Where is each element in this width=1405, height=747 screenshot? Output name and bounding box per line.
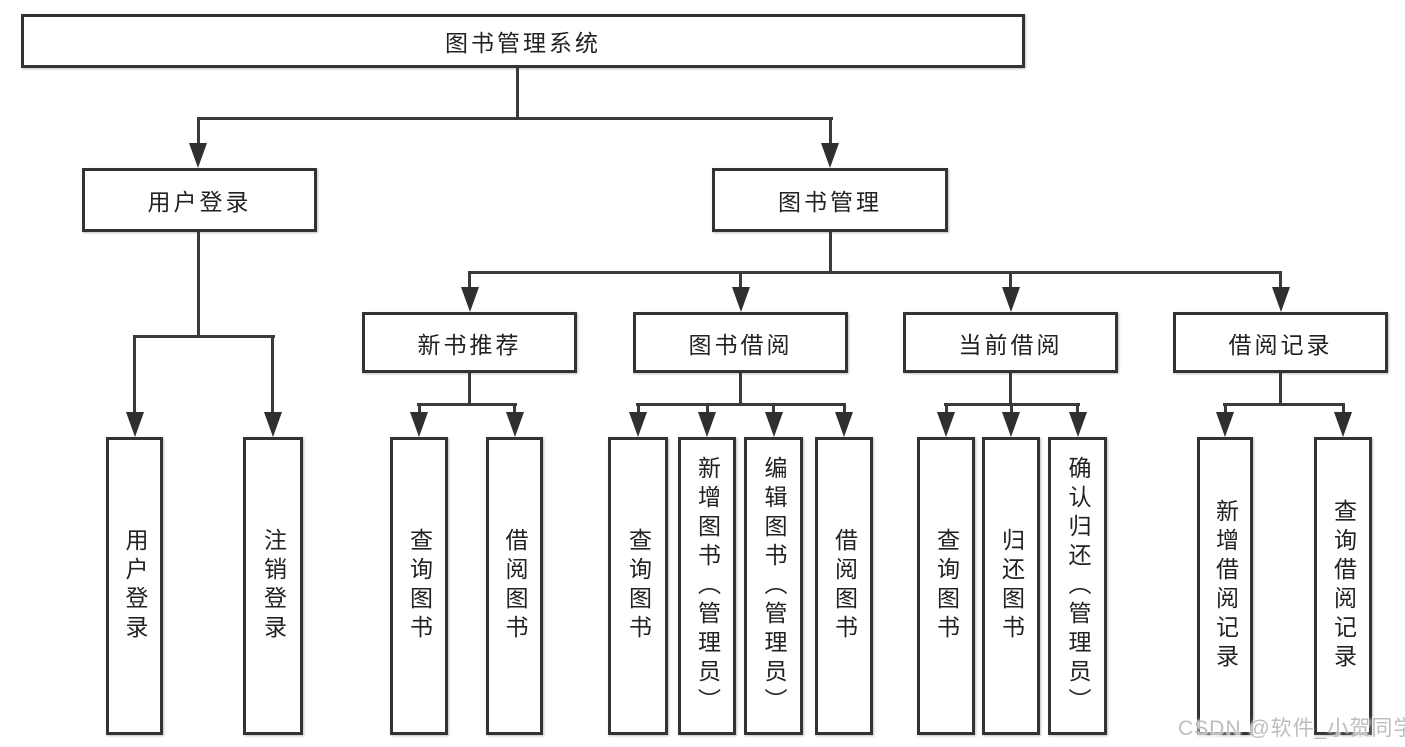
connector-line [739,271,742,289]
node-book-management: 图书管理 [712,168,948,232]
connector-line [133,335,275,338]
connector-line [1009,373,1012,406]
node-borrow-records: 借阅记录 [1173,312,1388,373]
connector-line [418,403,421,415]
leaf-records-query-record: 查询借阅记录 [1314,437,1372,735]
connector-line [637,403,640,415]
node-new-book-recommend-label: 新书推荐 [417,331,522,358]
leaf-newrec-query-books-label: 查询图书 [406,528,433,644]
node-current-borrow-label: 当前借阅 [958,331,1063,358]
arrow-down-icon [506,412,524,437]
leaf-current-return-books: 归还图书 [982,437,1040,735]
leaf-borrow-query-books-label: 查询图书 [625,528,652,644]
leaf-borrow-add-books-admin-label: 新增图书（管理员） [694,455,721,717]
arrow-down-icon [1334,412,1352,437]
arrow-down-icon [1002,412,1020,437]
arrow-down-icon [835,412,853,437]
leaf-newrec-borrow-books: 借阅图书 [486,437,543,735]
leaf-logout: 注销登录 [243,437,303,735]
node-new-book-recommend: 新书推荐 [362,312,577,373]
node-current-borrow: 当前借阅 [903,312,1118,373]
arrow-down-icon [1069,412,1087,437]
leaf-borrow-add-books-admin: 新增图书（管理员） [678,437,736,735]
leaf-borrow-edit-books-admin: 编辑图书（管理员） [744,437,803,735]
connector-line [133,335,136,414]
leaf-logout-label: 注销登录 [260,528,287,644]
leaf-current-query-books: 查询图书 [917,437,975,735]
leaf-current-confirm-return-admin-label: 确认归还（管理员） [1065,455,1091,717]
connector-line [513,403,516,415]
arrow-down-icon [629,412,647,437]
connector-line [772,403,775,415]
connector-line [1279,271,1282,289]
arrow-down-icon [1272,287,1290,312]
connector-line [945,403,948,415]
node-library-system-label: 图书管理系统 [445,30,601,56]
connector-line [516,68,519,120]
leaf-current-confirm-return-admin: 确认归还（管理员） [1048,437,1107,735]
connector-line [1009,271,1012,289]
node-user-login: 用户登录 [82,168,317,232]
arrow-down-icon [189,143,207,168]
connector-line [1279,373,1282,406]
arrow-down-icon [765,412,783,437]
arrow-down-icon [1002,287,1020,312]
arrow-down-icon [461,287,479,312]
arrow-down-icon [732,287,750,312]
node-book-management-label: 图书管理 [778,189,882,215]
arrow-down-icon [264,412,282,437]
node-book-borrow: 图书借阅 [633,312,848,373]
csdn-watermark: CSDN @软件_小贺同学 [1178,717,1405,740]
connector-line [468,271,1282,274]
connector-line [739,373,742,406]
arrow-down-icon [126,412,144,437]
node-user-login-label: 用户登录 [147,189,252,215]
connector-line [843,403,846,415]
arrow-down-icon [937,412,955,437]
connector-line [829,117,832,145]
connector-line [829,232,832,274]
connector-line [468,271,471,289]
leaf-records-add-record-label: 新增借阅记录 [1212,499,1239,673]
connector-line [1223,403,1345,406]
node-borrow-records-label: 借阅记录 [1228,331,1333,358]
connector-line [1076,403,1079,415]
connector-line [1342,403,1345,415]
arrow-down-icon [821,143,839,168]
arrow-down-icon [1216,412,1234,437]
leaf-borrow-borrow-books: 借阅图书 [815,437,873,735]
connector-line [197,117,833,120]
leaf-newrec-query-books: 查询图书 [390,437,448,735]
connector-line [706,403,709,415]
leaf-borrow-query-books: 查询图书 [608,437,668,735]
node-book-borrow-label: 图书借阅 [688,331,793,358]
connector-line [1010,403,1013,415]
leaf-current-query-books-label: 查询图书 [933,528,960,644]
leaf-records-add-record: 新增借阅记录 [1197,437,1253,735]
connector-line [417,403,517,406]
leaf-borrow-edit-books-admin-label: 编辑图书（管理员） [761,455,787,717]
arrow-down-icon [698,412,716,437]
connector-line [468,373,471,406]
arrow-down-icon [410,412,428,437]
connector-line [197,117,200,145]
connector-line [271,335,274,414]
connector-line [636,403,846,406]
leaf-user-login-label: 用户登录 [122,528,148,644]
leaf-user-login: 用户登录 [106,437,163,735]
node-library-system: 图书管理系统 [21,14,1025,68]
connector-line [1224,403,1227,415]
leaf-newrec-borrow-books-label: 借阅图书 [502,528,528,644]
leaf-records-query-record-label: 查询借阅记录 [1330,499,1357,673]
connector-line [197,232,200,338]
leaf-current-return-books-label: 归还图书 [998,528,1025,644]
leaf-borrow-borrow-books-label: 借阅图书 [831,528,858,644]
